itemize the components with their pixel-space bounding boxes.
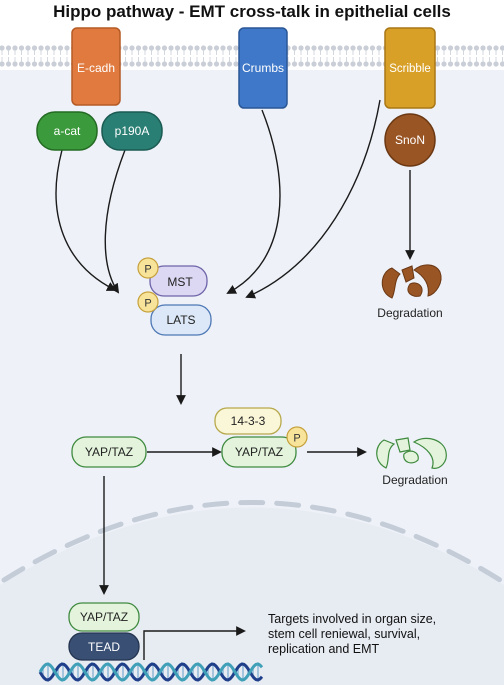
lats-protein: LATS — [150, 304, 212, 336]
mst-phospho-label: P — [144, 264, 151, 276]
yaptaz-complex-phospho: P — [286, 426, 308, 448]
pathway-arrows — [55, 99, 415, 660]
crumbs-protein: Crumbs — [238, 27, 288, 109]
scribble-label: Scribble — [389, 63, 431, 75]
crumbs-label: Crumbs — [242, 61, 284, 75]
mst-protein: MST — [149, 265, 208, 297]
mst-phospho: P — [137, 257, 159, 279]
p190a-label: p190A — [115, 124, 150, 138]
snon-protein: SnoN — [384, 113, 436, 167]
targets-line-1: Targets involved in organ size, — [268, 612, 437, 626]
lats-phospho-label: P — [144, 298, 151, 310]
protein-1433: 14-3-3 — [214, 407, 282, 435]
yaptaz-complex: YAP/TAZ — [221, 436, 297, 468]
targets-line-3: replication and EMT — [268, 642, 380, 656]
p190a-protein: p190A — [101, 111, 163, 151]
yaptaz-cytoplasmic: YAP/TAZ — [71, 436, 147, 468]
yaptaz-complex-label: YAP/TAZ — [235, 445, 283, 459]
ecadh-label: E-cadh — [77, 61, 115, 75]
arrow-crumbs-to-mst — [226, 109, 281, 294]
acat-label: a-cat — [54, 124, 81, 138]
snon-label: SnoN — [395, 133, 425, 147]
nuclear-envelope — [1, 500, 503, 583]
dna-helix — [38, 662, 264, 682]
arrow-p190a-to-mst — [104, 149, 126, 294]
yaptaz-complex-phospho-label: P — [293, 433, 300, 445]
targets-text: Targets involved in organ size, stem cel… — [268, 612, 504, 657]
tead-protein: TEAD — [68, 632, 140, 661]
targets-line-2: stem cell reniewal, survival, — [268, 627, 421, 641]
snon-degradation-fragments — [381, 264, 442, 299]
ecadh-protein: E-cadh — [71, 27, 121, 106]
acat-protein: a-cat — [36, 111, 98, 151]
protein-1433-label: 14-3-3 — [231, 414, 266, 428]
page-title: Hippo pathway - EMT cross-talk in epithe… — [53, 2, 451, 21]
mst-label: MST — [167, 275, 193, 289]
lats-label: LATS — [166, 313, 195, 327]
snon-degradation-label: Degradation — [377, 306, 443, 320]
arrow-acat-to-mst — [55, 149, 117, 291]
yaptaz-label: YAP/TAZ — [85, 445, 133, 459]
plasma-membrane — [0, 45, 504, 67]
tead-label: TEAD — [88, 640, 120, 654]
yaptaz-nuclear-label: YAP/TAZ — [80, 610, 128, 624]
yaptaz-degradation-label: Degradation — [382, 473, 448, 487]
arrow-scribble-to-mst — [245, 99, 381, 299]
yaptaz-nuclear: YAP/TAZ — [68, 602, 140, 632]
lats-phospho: P — [137, 291, 159, 313]
scribble-protein: Scribble — [384, 27, 436, 109]
yaptaz-degradation-fragments — [376, 437, 447, 469]
arrow-transcription — [143, 626, 246, 660]
